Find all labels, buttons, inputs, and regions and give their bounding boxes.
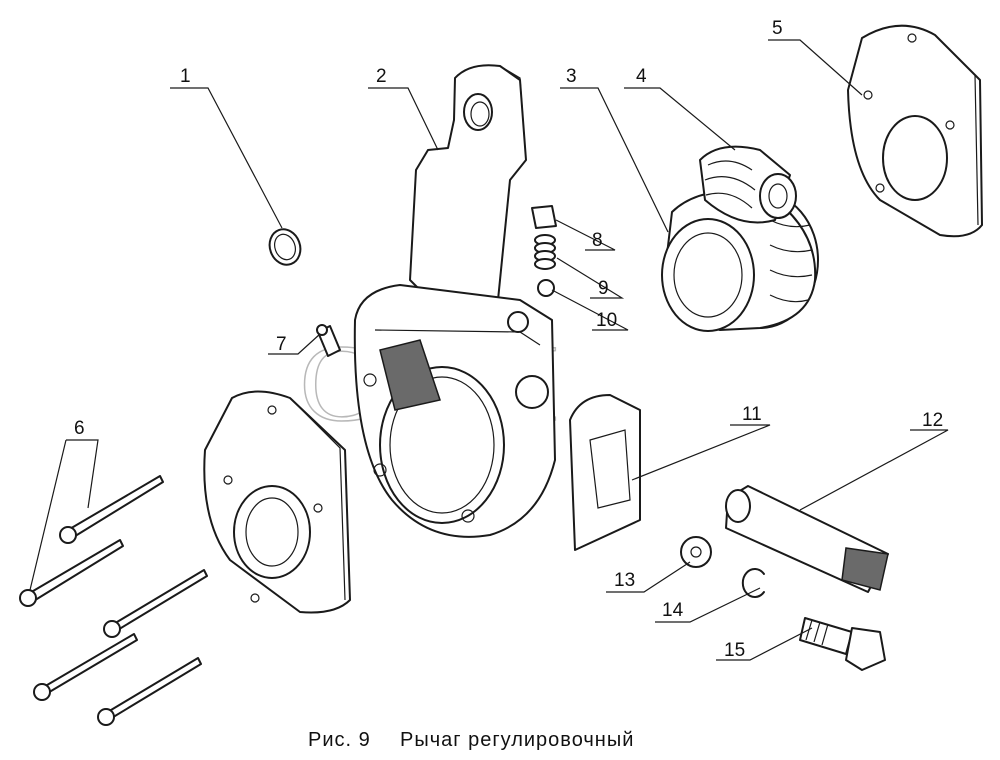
callout-6: 6: [74, 418, 85, 439]
callout-8: 8: [592, 230, 603, 251]
callout-10: 10: [596, 310, 617, 331]
callout-1: 1: [180, 66, 191, 87]
callout-12: 12: [922, 410, 943, 431]
part-3-worm-gear: [661, 189, 819, 332]
part-11-plate: [569, 394, 641, 551]
part-7-grease-fitting: [316, 324, 341, 357]
figure-title: Рычаг регулировочный: [400, 729, 634, 751]
callout-4: 4: [636, 66, 647, 87]
part-1-cap: [268, 228, 302, 266]
cover-plate-left: [203, 390, 351, 614]
callout-2: 2: [376, 66, 387, 87]
figure-number: Рис. 9: [308, 729, 371, 751]
part-2-lever-body: [353, 64, 556, 538]
part-14-snap-ring: [741, 568, 765, 598]
part-8-plug: [531, 205, 557, 229]
part-4-worm: [699, 145, 797, 224]
leader-lines: [29, 39, 949, 661]
part-9-spring: [534, 234, 556, 270]
part-12-shaft: [725, 485, 889, 593]
callout-15: 15: [724, 640, 745, 661]
callout-labels: 1 2 3 4 5 6 7 8 9 10 11 12 13 14 15: [74, 18, 943, 661]
callout-9: 9: [598, 278, 609, 299]
callout-5: 5: [772, 18, 783, 39]
part-6-rivets: [19, 475, 208, 726]
callout-7: 7: [276, 334, 287, 355]
part-5-cover-plate: [847, 24, 983, 238]
callout-11: 11: [742, 404, 762, 425]
part-10-ball: [537, 279, 555, 297]
callout-3: 3: [566, 66, 577, 87]
part-15-bolt: [799, 617, 886, 671]
callout-14: 14: [662, 600, 684, 621]
part-13-washer: [680, 536, 712, 568]
callout-13: 13: [614, 570, 635, 591]
